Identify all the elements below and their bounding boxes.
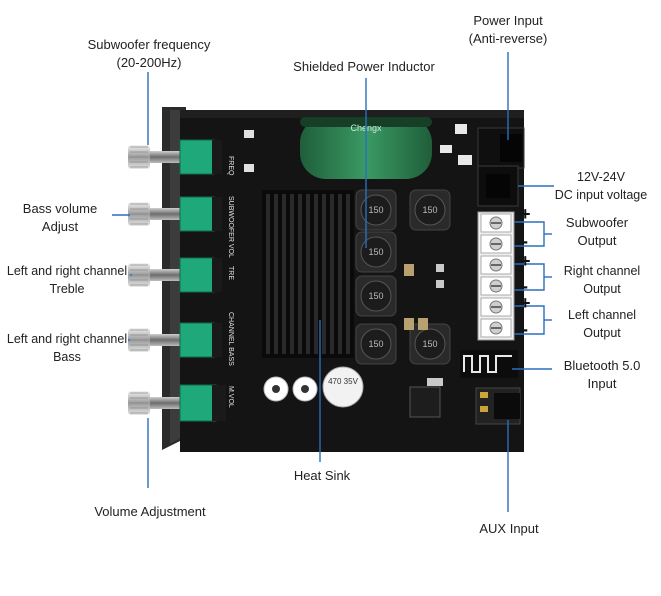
label-left-channel-output: Left channel Output [567, 308, 637, 340]
heat-sink-fin [282, 194, 286, 354]
callout-lines [112, 52, 554, 512]
left-minus-sign: - [522, 319, 528, 339]
label-bass-volume: Bass volume Adjust [22, 201, 98, 234]
knob-silkscreen-label: SUBWOOFER VOL [227, 196, 234, 258]
shielded-inductor: 150 [355, 231, 397, 273]
bluetooth-antenna [460, 350, 518, 378]
shielded-inductor: 150 [355, 189, 397, 231]
label-heat-sink: Heat Sink [293, 468, 351, 483]
ics [244, 124, 472, 418]
heat-sink-fin [330, 194, 334, 354]
knob-silkscreen-label: FREQ [227, 156, 234, 176]
inductor-value: 150 [368, 291, 383, 301]
label-aux-input: AUX Input [479, 521, 539, 536]
heat-sink-fin [306, 194, 310, 354]
subwoofer-plus-sign: + [520, 204, 531, 224]
aux-jack [475, 387, 521, 425]
knob-silkscreen-label: TRE [227, 266, 234, 280]
potentiometer-body [179, 322, 215, 358]
dc-input-terminal [477, 165, 519, 207]
heat-sink-fin [298, 194, 302, 354]
knob-shaft [148, 397, 184, 409]
potentiometer [128, 384, 226, 422]
potentiometer [128, 257, 222, 293]
capacitor-rating: 470 35V [328, 377, 358, 386]
potentiometer-body [179, 196, 215, 232]
heat-sink-fin [314, 194, 318, 354]
inductor-core [360, 328, 392, 360]
label-shielded-inductor: Shielded Power Inductor [293, 59, 435, 74]
label-lr-bass: Left and right channel Bass [6, 332, 128, 364]
small-capacitors: 470 35V [263, 366, 364, 408]
potentiometer-body [179, 384, 217, 422]
label-lr-treble: Left and right channel Treble [6, 264, 128, 296]
label-right-channel-output: Right channel Output [563, 264, 641, 296]
heat-sink [262, 190, 354, 358]
knob-shaft [148, 208, 184, 220]
shielded-inductor: 150 [409, 323, 451, 365]
dc-power-jack [477, 127, 525, 169]
potentiometer [128, 322, 222, 358]
knob-shaft [148, 151, 184, 163]
right-minus-sign: - [522, 276, 528, 296]
potentiometer-body [179, 257, 215, 293]
label-subwoofer-frequency: Subwoofer frequency (20-200Hz) [87, 37, 211, 70]
label-power-input: Power Input (Anti-reverse) [468, 13, 548, 46]
knob-shaft [148, 269, 184, 281]
inductor-core [360, 280, 392, 312]
left-plus-sign: + [520, 293, 531, 313]
knob-silkscreen-label: CHANNEL BASS [227, 312, 234, 366]
inductor-core [414, 194, 446, 226]
subwoofer-minus-sign: - [522, 231, 528, 251]
potentiometer-base [212, 258, 222, 292]
inductor-value: 150 [368, 205, 383, 215]
potentiometer-body [179, 139, 215, 175]
potentiometer-base [212, 197, 222, 231]
heat-sink-fin [346, 194, 350, 354]
knob-silkscreen-labels: FREQ SUBWOOFER VOL TRE CHANNEL BASS M.VOL [227, 156, 234, 408]
label-volume-adjustment: Volume Adjustment [94, 504, 206, 519]
heat-sink-fin [338, 194, 342, 354]
label-dc-voltage: 12V-24V DC input voltage [554, 170, 648, 202]
heat-sink-fin [266, 194, 270, 354]
potentiometer-base [212, 385, 226, 421]
potentiometer [128, 196, 222, 232]
label-subwoofer-output: Subwoofer Output [565, 215, 629, 248]
inductor-value: 150 [422, 339, 437, 349]
knob-silkscreen-label: M.VOL [227, 386, 234, 408]
inductor-core [414, 328, 446, 360]
knob-shaft [148, 334, 184, 346]
potentiometer [128, 139, 222, 175]
shielded-inductor: 150 [409, 189, 451, 231]
potentiometer-base [212, 323, 222, 357]
inductor-value: 150 [368, 339, 383, 349]
inductor-value: 150 [422, 205, 437, 215]
inductor-value: 150 [368, 247, 383, 257]
potentiometer-base [212, 140, 222, 174]
right-plus-sign: + [520, 251, 531, 271]
shielded-inductor: 150 [355, 323, 397, 365]
inductor-core [360, 194, 392, 226]
heat-sink-fin [290, 194, 294, 354]
label-bluetooth-input: Bluetooth 5.0 Input [563, 358, 641, 391]
shielded-inductor: 150 [355, 275, 397, 317]
heat-sink-fin [322, 194, 326, 354]
inductor-core [360, 236, 392, 268]
output-terminal-block [477, 211, 515, 341]
potentiometer-group [128, 139, 226, 422]
heat-sink-fin [274, 194, 278, 354]
